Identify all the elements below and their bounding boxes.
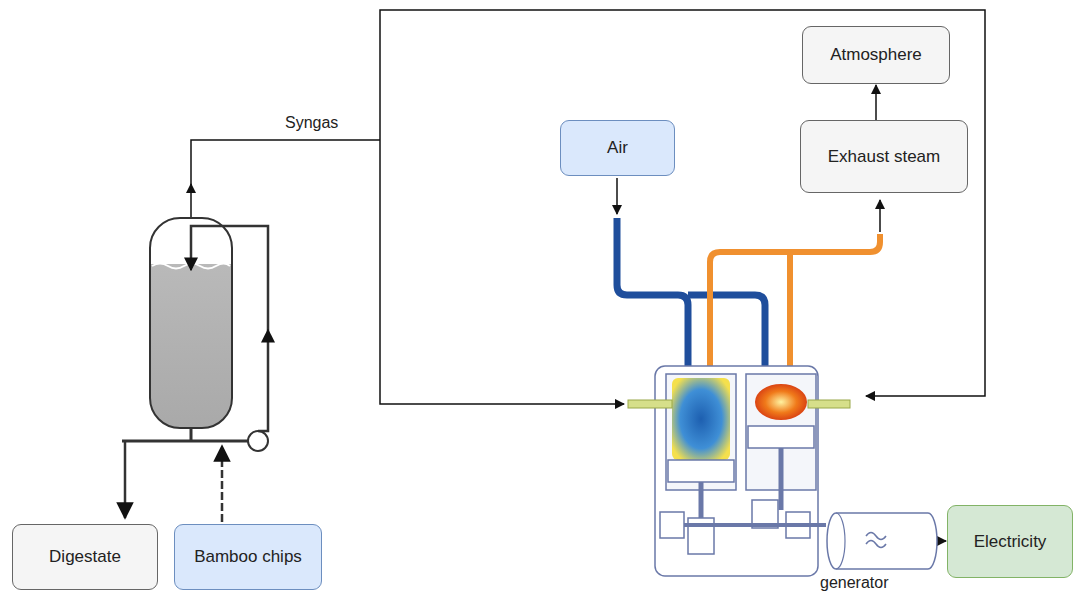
- recirculation-line: [191, 226, 268, 431]
- generator-end: [836, 513, 845, 569]
- flow-arrow: [267, 330, 269, 350]
- crank-web: [660, 512, 684, 538]
- syngas-outlet-arrow: [190, 184, 192, 192]
- box-label: Digestate: [49, 547, 121, 567]
- fuel-charge: [672, 378, 730, 460]
- box-label: Electricity: [974, 532, 1047, 552]
- piston: [668, 460, 734, 482]
- box-label: Bamboo chips: [194, 547, 302, 567]
- connecting-rod: [779, 448, 784, 510]
- input-box: Bamboo chips: [174, 524, 322, 590]
- spark-plug: [628, 400, 672, 408]
- generator-symbol: generator: [826, 512, 938, 570]
- input-box: Air: [560, 120, 675, 176]
- box-label: Atmosphere: [830, 45, 922, 65]
- syngas-line: [380, 140, 624, 404]
- generator-body: [826, 512, 938, 570]
- spark-plug: [808, 400, 850, 408]
- pump-symbol: [248, 431, 268, 451]
- engine-cylinder: [666, 374, 736, 490]
- recirculation-line: [122, 440, 248, 443]
- syngas-line: [191, 140, 380, 217]
- digestate-line: [124, 441, 127, 518]
- intake-pipe: [688, 295, 765, 372]
- piston: [748, 426, 814, 448]
- sink-box: Atmosphere: [802, 26, 950, 84]
- exhaust-arrow: [879, 200, 881, 232]
- box-label: Air: [607, 138, 628, 158]
- flow-connector: [875, 85, 877, 120]
- feed-line: [221, 446, 224, 522]
- recirculation-line: [190, 428, 193, 441]
- output-box: Electricity: [947, 505, 1073, 578]
- syngas-line: [380, 10, 985, 396]
- engine-housing: [655, 366, 818, 576]
- component-label: generator: [820, 574, 889, 592]
- exhaust-pipe: [710, 234, 880, 372]
- flow-arrow: [190, 250, 192, 270]
- combustion-flame: [755, 384, 807, 420]
- output-box: Digestate: [12, 524, 158, 590]
- crankshaft: [684, 523, 826, 527]
- stream-label: Syngas: [283, 114, 340, 132]
- generator-casing: [827, 513, 937, 569]
- ac-symbol: [866, 533, 886, 548]
- intake-pipe: [617, 218, 688, 372]
- output-box: Exhaust steam: [800, 120, 968, 193]
- box-label: Exhaust steam: [828, 147, 940, 167]
- exhaust-pipe: [787, 252, 793, 372]
- flow-connector: [938, 540, 946, 542]
- air-arrow: [616, 178, 618, 214]
